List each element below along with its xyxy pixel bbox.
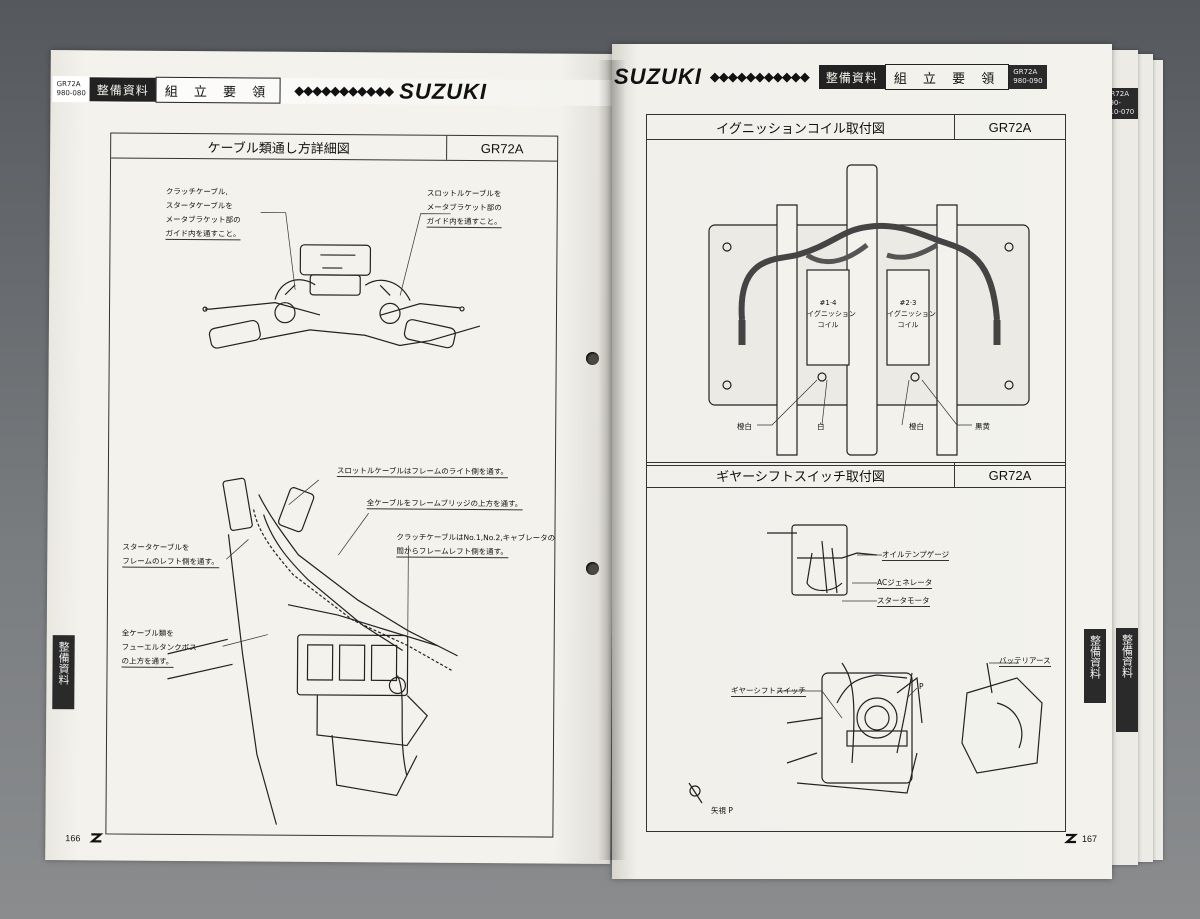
- label-clutch-carb-2: 間からフレームレフト側を通す。: [396, 545, 508, 559]
- label-meter-bracket-right: メータブラケット部の: [426, 202, 502, 213]
- label-frame-bridge: 全ケーブルをフレームブリッジの上方を通す。: [366, 497, 523, 511]
- label-meter-bracket-left: メータブラケット部の: [165, 214, 241, 225]
- back-code-line1: GR72A: [1105, 90, 1129, 98]
- label-fuel-tank-boss: フューエルタンクボス: [121, 642, 197, 653]
- left-code-line2: 980-080: [56, 89, 86, 98]
- coil2-label: #2·3 イグニッション コイル: [887, 298, 936, 331]
- coil1-label: #1·4 イグニッション コイル: [807, 298, 856, 331]
- left-page-number: 166: [65, 833, 81, 844]
- left-page-code: GR72A 980-080: [52, 80, 89, 98]
- left-page: GR72A 980-080 整備資料 組 立 要 領 ◆◆◆◆◆◆◆◆◆◆◆ S…: [45, 50, 616, 864]
- gearshift-model: GR72A: [954, 463, 1065, 487]
- left-side-tab-label: 整備資料: [56, 641, 71, 686]
- book-spine-shadow: [598, 60, 626, 860]
- label-starter-cable: スタータケーブルを: [165, 200, 233, 211]
- handlebar-drawing: [202, 212, 481, 349]
- gearshift-figure-frame: ギヤーシフトスイッチ取付図 GR72A: [646, 462, 1066, 832]
- right-page-code: GR72A 980-090: [1009, 65, 1047, 89]
- label-all-cables: 全ケーブル類を: [121, 628, 174, 638]
- label-starter-motor: スタータモータ: [877, 596, 930, 607]
- gearshift-titlebar: ギヤーシフトスイッチ取付図 GR72A: [647, 463, 1065, 488]
- label-ac-generator: ACジェネレータ: [877, 578, 933, 589]
- label-oil-temp-gauge: オイルテンプゲージ: [882, 550, 950, 561]
- wire-label-white: 白: [817, 422, 825, 431]
- ignition-title: イグニッションコイル取付図: [716, 121, 885, 137]
- left-section-label: 整備資料: [89, 77, 156, 102]
- wire-label-orange-white-2: 橙白: [909, 422, 924, 431]
- left-figure-frame: ケーブル類通し方詳細図 GR72A: [105, 132, 559, 838]
- left-page-header: GR72A 980-080 整備資料 組 立 要 領 ◆◆◆◆◆◆◆◆◆◆◆ S…: [52, 76, 613, 106]
- coil2-number: #2·3: [899, 299, 917, 307]
- suzuki-s-logo-left-icon: [89, 833, 104, 843]
- right-section-label: 整備資料: [818, 65, 885, 89]
- frame-cable-drawing: [167, 477, 458, 825]
- ignition-model: GR72A: [954, 115, 1065, 139]
- label-throttle-light-side: スロットルケーブルはフレームのライト側を通す。: [336, 465, 509, 479]
- left-brand-logo: SUZUKI: [399, 78, 488, 105]
- right-diamond-ornament: ◆◆◆◆◆◆◆◆◆◆◆: [709, 69, 810, 85]
- binder-hole-top: [586, 352, 599, 365]
- label-starter-frame-1: スタータケーブルを: [122, 542, 190, 553]
- label-guide-left: ガイド内を通すこと。: [165, 227, 241, 241]
- right-side-tab: 整備資料: [1084, 629, 1106, 703]
- right-side-tab-label: 整備資料: [1088, 635, 1102, 679]
- label-above: の上方を通す。: [121, 655, 174, 668]
- right-code-line1: GR72A: [1013, 68, 1038, 76]
- right-brand-logo: SUZUKI: [614, 64, 702, 89]
- label-guide-right: ガイド内を通すこと。: [426, 215, 502, 229]
- coil1-number: #1·4: [819, 299, 837, 307]
- label-clutch-carb-1: クラッチケーブルはNo.1,No.2,キャブレータの: [396, 532, 556, 543]
- label-p-mark: P: [919, 682, 924, 691]
- right-code-line2: 980-090: [1013, 77, 1043, 85]
- right-page-number: 167: [1082, 834, 1098, 844]
- ignition-titlebar: イグニッションコイル取付図 GR72A: [647, 115, 1065, 140]
- back-code-line2: 990-010-070: [1105, 99, 1135, 116]
- label-gearshift-switch: ギヤーシフトスイッチ: [731, 686, 806, 697]
- wire-label-orange-white-1: 橙白: [737, 422, 752, 431]
- wire-label-black-yellow: 黒黄: [975, 422, 990, 431]
- coil2-text-a: イグニッション: [887, 310, 936, 318]
- suzuki-s-logo-right-icon: [1064, 833, 1078, 844]
- left-code-line1: GR72A: [56, 80, 81, 89]
- label-throttle-cable: スロットルケーブルを: [426, 188, 502, 199]
- label-arrow-view-p: 矢視 P: [711, 806, 733, 815]
- right-page: SUZUKI ◆◆◆◆◆◆◆◆◆◆◆ 整備資料 組 立 要 領 GR72A 98…: [612, 44, 1112, 879]
- back-tab-label: 整備資料: [1120, 634, 1134, 678]
- label-clutch-cable: クラッチケーブル,: [165, 186, 228, 197]
- coil1-text-a: イグニッション: [807, 310, 856, 318]
- right-subsection-label: 組 立 要 領: [884, 64, 1010, 90]
- ignition-coil-drawing: [708, 164, 1030, 456]
- coil1-text-b: コイル: [817, 321, 839, 329]
- back-page-side-tab: 整備資料: [1116, 628, 1138, 732]
- left-diamond-ornament: ◆◆◆◆◆◆◆◆◆◆◆: [294, 83, 394, 99]
- right-page-header: SUZUKI ◆◆◆◆◆◆◆◆◆◆◆ 整備資料 組 立 要 領 GR72A 98…: [614, 64, 1110, 90]
- coil2-text-b: コイル: [897, 321, 919, 329]
- ignition-figure-frame: イグニッションコイル取付図 GR72A: [646, 114, 1066, 466]
- left-side-tab: 整備資料: [52, 635, 75, 710]
- gearshift-drawing: [688, 524, 1043, 804]
- left-subsection-label: 組 立 要 領: [155, 76, 281, 104]
- label-battery-earth: バッテリアース: [999, 656, 1051, 667]
- binder-hole-bottom: [586, 562, 599, 575]
- label-starter-frame-2: フレームのレフト側を通す。: [122, 555, 219, 569]
- gearshift-title: ギヤーシフトスイッチ取付図: [716, 469, 885, 485]
